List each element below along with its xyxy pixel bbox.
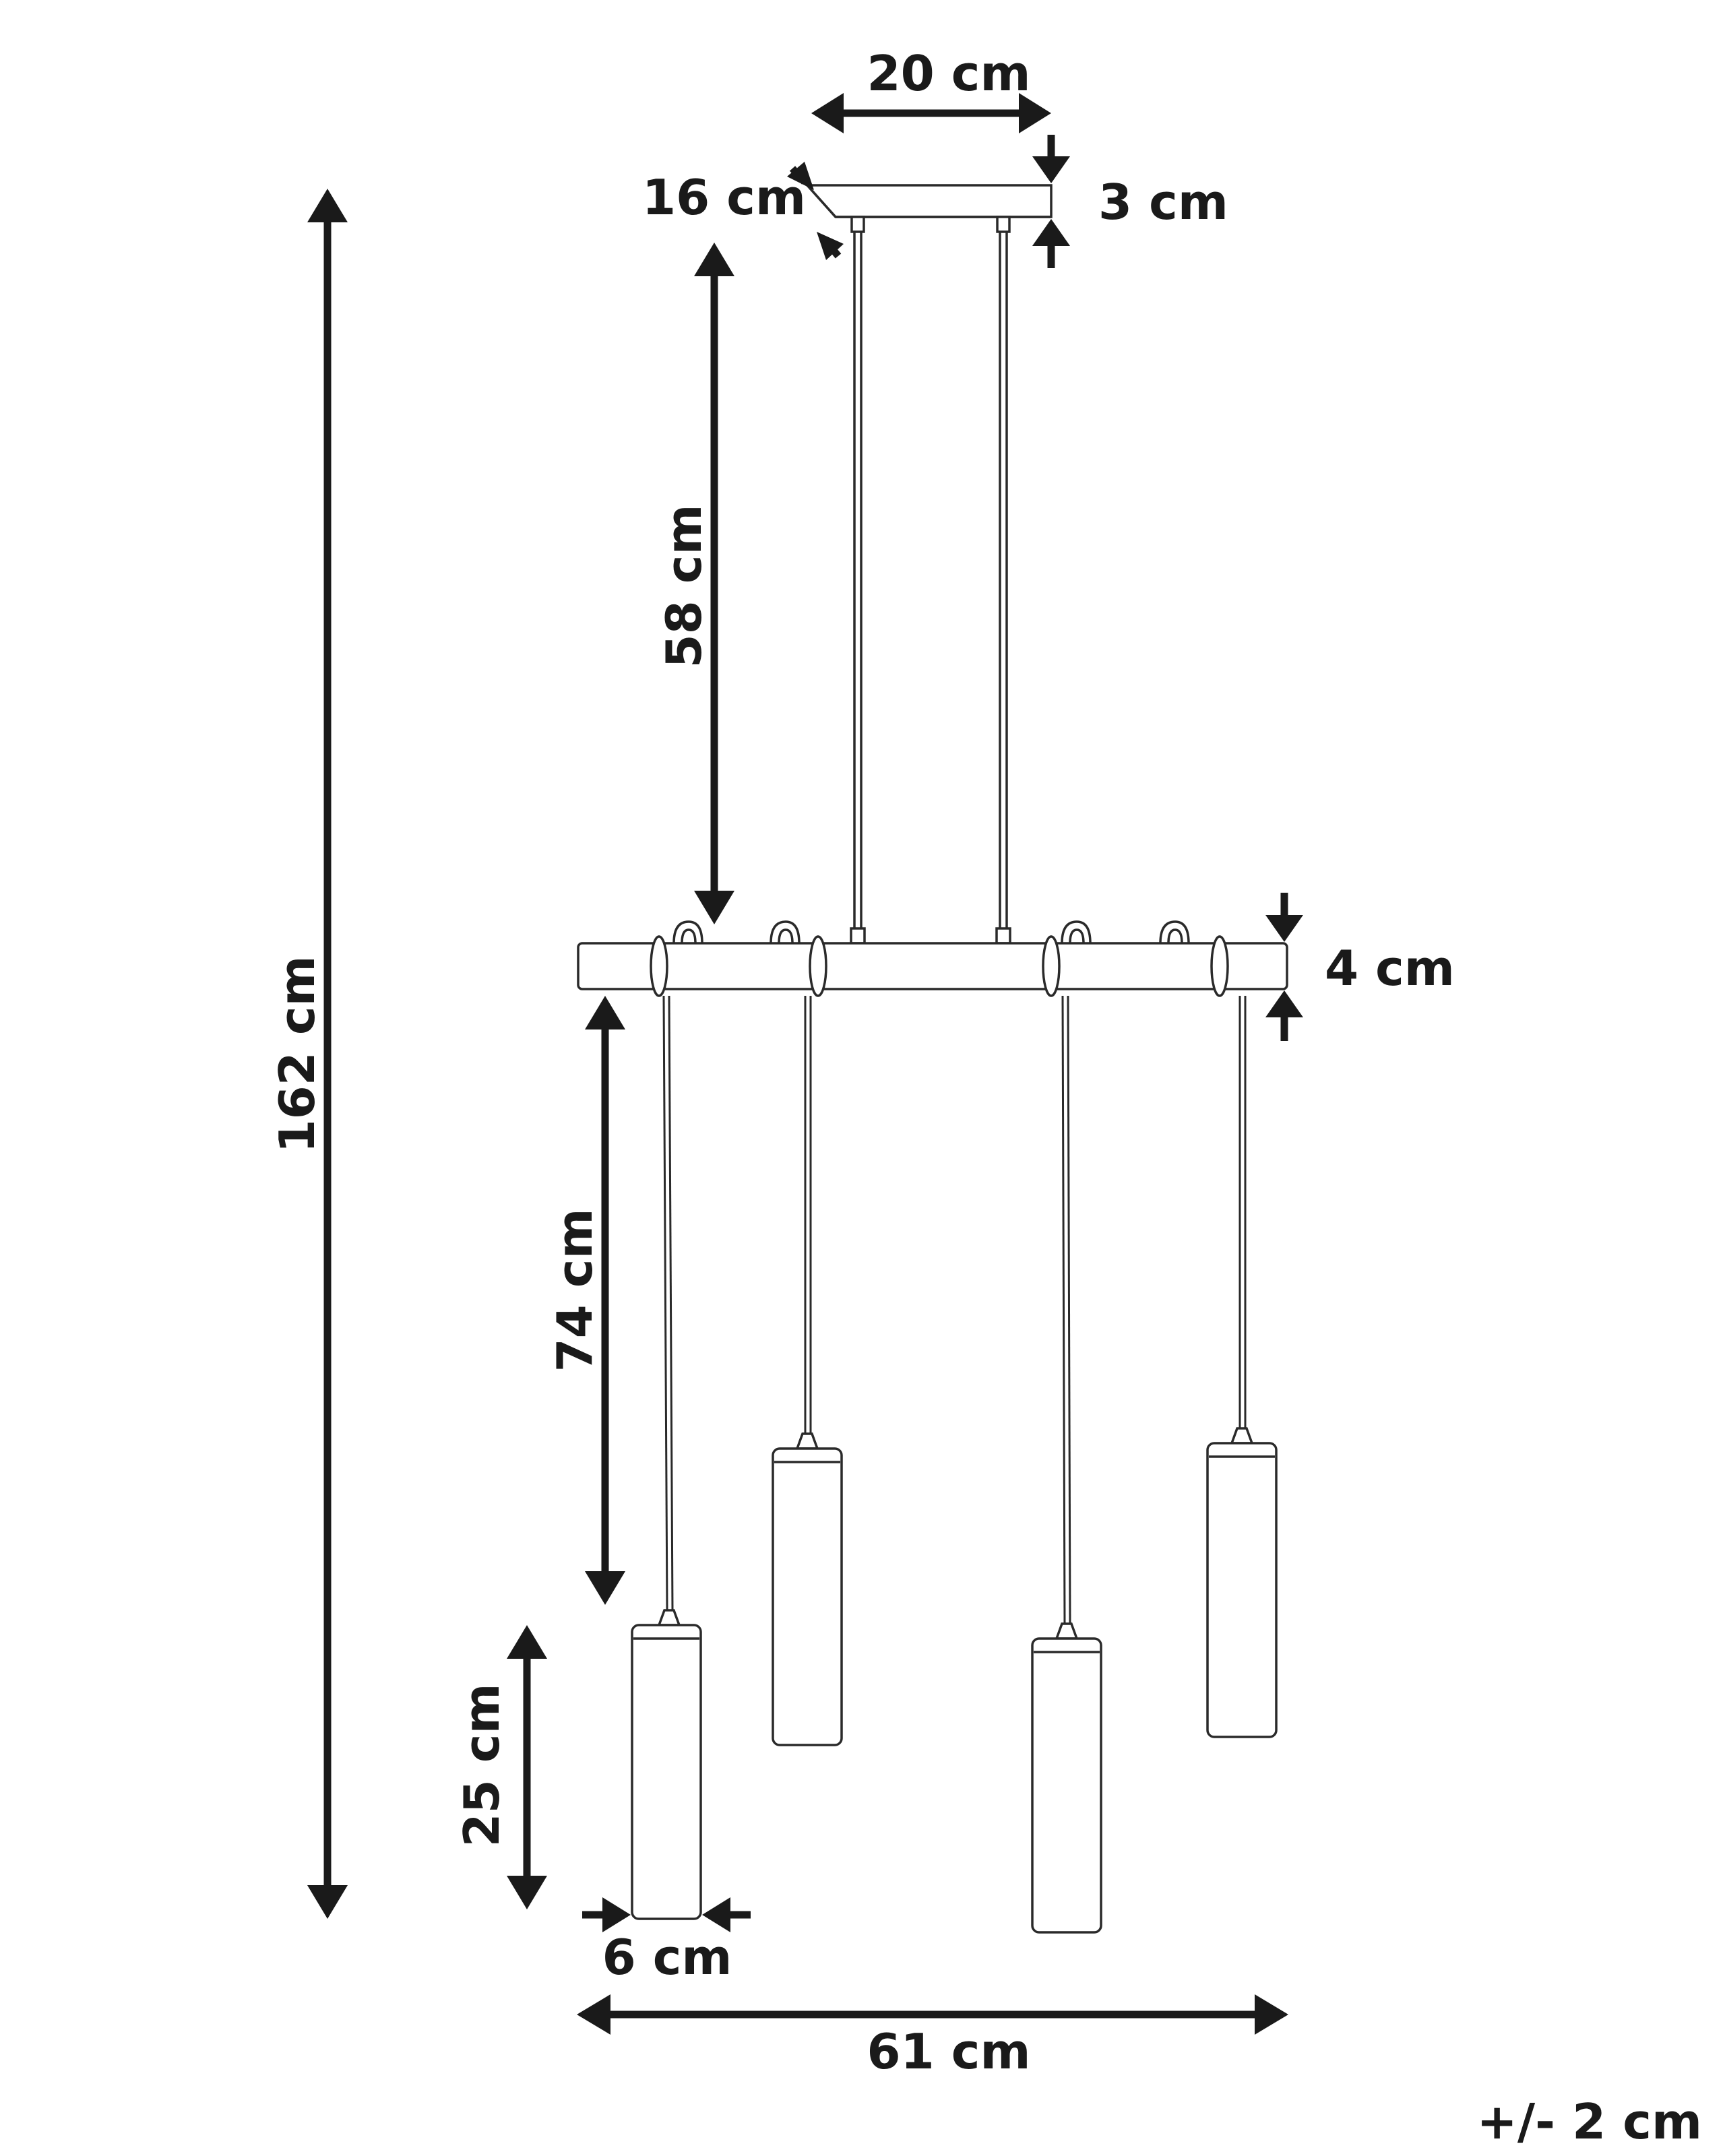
pendant-cables [662,995,1247,1624]
suspension-rods [850,232,1011,945]
canopy-width-label: 20 cm [867,45,1031,102]
pendant-drop-dimension [585,996,625,1605]
pendant-shade-1 [631,1609,702,1920]
total-height-label: 162 cm [269,955,325,1153]
pendant-shade-3 [1031,1622,1102,1934]
pendant-drop-label: 74 cm [546,1209,603,1372]
lamp-drawing [577,184,1288,1934]
total-width-dimension [577,1994,1288,2035]
canopy-depth-dimension [787,162,844,260]
canopy-height-label: 3 cm [1098,174,1228,230]
tolerance-label: +/- 2 cm [1477,2093,1702,2150]
canopy-height-dimension [1032,135,1070,268]
canopy-depth-label: 16 cm [642,169,806,226]
bar-height-dimension [1265,893,1303,1041]
ceiling-canopy [805,184,1053,233]
shade-diameter-dimension [582,1897,751,1932]
total-width-label: 61 cm [867,2023,1031,2080]
dimension-labels: 20 cm 16 cm 3 cm 58 cm 162 cm 4 cm 74 cm… [269,45,1702,2150]
dimension-lines [307,93,1303,2035]
total-height-dimension [307,189,348,1919]
shade-diameter-label: 6 cm [602,1929,732,1986]
suspension-length-dimension [694,243,734,924]
pendant-shade-4 [1206,1427,1278,1738]
canopy-width-dimension [811,93,1051,133]
shade-height-dimension [507,1625,547,1909]
horizontal-bar [577,920,1288,997]
bar-height-label: 4 cm [1325,940,1455,996]
pendant-shade-2 [772,1432,843,1746]
suspension-length-label: 58 cm [656,505,712,668]
shade-height-label: 25 cm [453,1684,510,1847]
